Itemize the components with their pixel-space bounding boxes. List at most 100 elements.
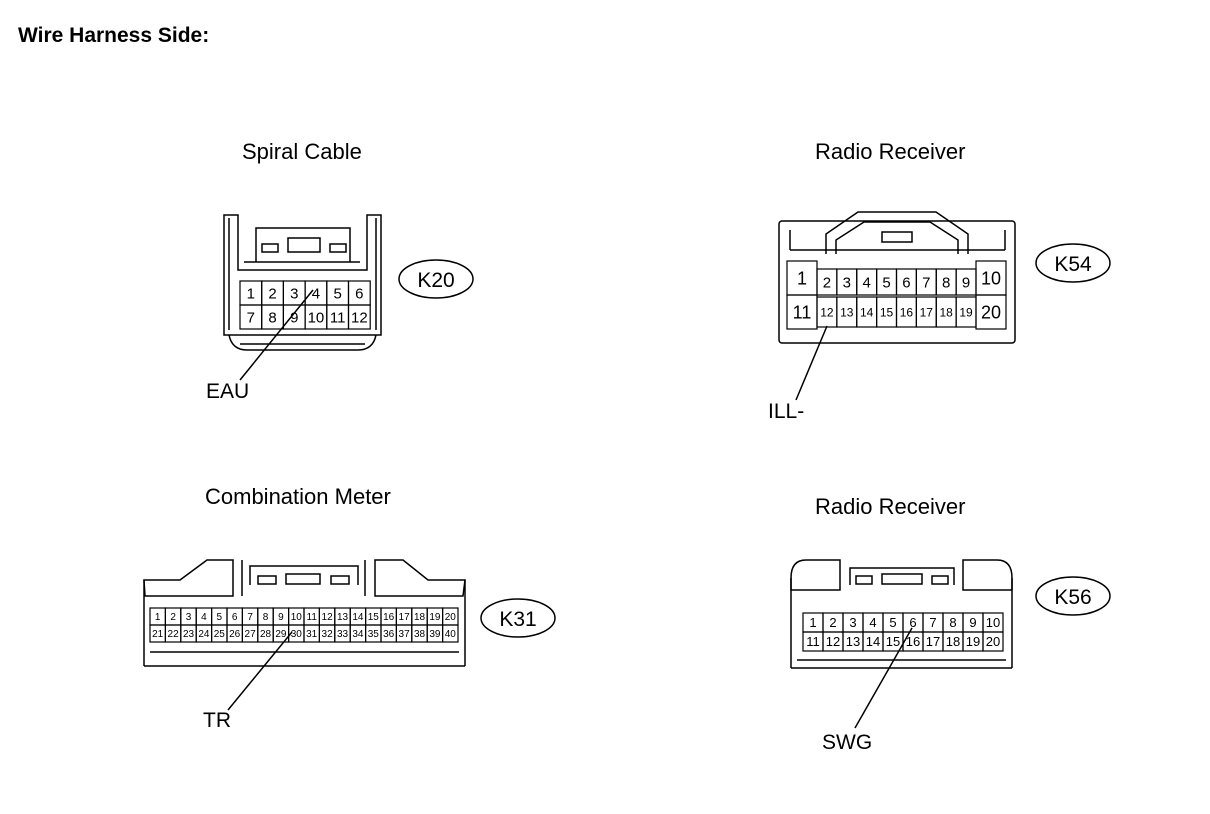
k56-connector-name: Radio Receiver xyxy=(815,494,966,519)
k54-pin-label: 16 xyxy=(900,305,914,319)
k54-pin-label: 5 xyxy=(882,274,890,291)
k56-pin-label: 15 xyxy=(886,634,900,649)
k54-code-label: K54 xyxy=(1054,253,1092,276)
k20-pin-label: 4 xyxy=(312,285,320,302)
k20-pin-cell xyxy=(347,304,371,330)
k31-pin-label: 21 xyxy=(152,629,164,640)
k54-housing xyxy=(778,211,1016,344)
k31-pin-label: 17 xyxy=(399,612,411,623)
k31-pin-label: 2 xyxy=(170,612,176,623)
k56-pin-label: 20 xyxy=(986,634,1000,649)
k54-pin-label: 10 xyxy=(981,268,1001,288)
k31-pin-label: 12 xyxy=(322,612,334,623)
k31-pin-label: 14 xyxy=(352,612,364,623)
k56-housing xyxy=(790,559,1013,669)
k54-pin-label: 11 xyxy=(793,302,812,322)
k54-pin-label: 4 xyxy=(863,274,871,291)
k56-pin-label: 7 xyxy=(929,615,936,630)
k31-pin-label: 5 xyxy=(217,612,223,623)
k56-pin-label: 2 xyxy=(829,615,836,630)
k20-connector-name: Spiral Cable xyxy=(242,139,362,164)
k20-pin-label: 8 xyxy=(268,309,276,326)
k54-pin-label: 8 xyxy=(942,274,950,291)
k31-callout-line xyxy=(227,631,293,711)
k31-pin-label: 16 xyxy=(383,612,395,623)
k54-pin-label: 18 xyxy=(940,305,954,319)
k31-pin-label: 6 xyxy=(232,612,238,623)
k56-pin-label: 9 xyxy=(969,615,976,630)
k31-pin-label: 10 xyxy=(291,612,303,623)
k31-pin-label: 9 xyxy=(278,612,284,623)
k54-pin-label: 14 xyxy=(860,305,874,319)
k56-callout-line xyxy=(854,627,913,729)
k54-code-badge xyxy=(1035,243,1111,283)
k31-pin-label: 29 xyxy=(275,629,287,640)
k31-pin-label: 30 xyxy=(291,629,303,640)
k56-pin-label: 8 xyxy=(949,615,956,630)
k31-pin-label: 32 xyxy=(322,629,334,640)
k54-pin-label: 15 xyxy=(880,305,894,319)
k20-pin-label: 5 xyxy=(333,285,341,302)
k31-pin-label: 8 xyxy=(263,612,269,623)
k56-pin-label: 16 xyxy=(906,634,920,649)
k31-code-badge xyxy=(480,598,556,638)
k56-callout-swg: SWG xyxy=(822,731,872,754)
k31-housing xyxy=(143,559,466,667)
k20-callout-eau: EAU xyxy=(206,380,249,403)
k20-pin-label: 10 xyxy=(308,309,325,326)
k56-pin-label: 18 xyxy=(946,634,960,649)
page-title: Wire Harness Side: xyxy=(18,24,210,47)
k31-pin-label: 1 xyxy=(155,612,161,623)
k56-pin-label: 12 xyxy=(826,634,840,649)
k56-pin-label: 14 xyxy=(866,634,880,649)
k31-pin-label: 22 xyxy=(168,629,180,640)
k31-pin-label: 25 xyxy=(214,629,226,640)
k31-pin-label: 34 xyxy=(352,629,364,640)
k56-pin-label: 11 xyxy=(806,634,820,649)
k31-pin-label: 4 xyxy=(201,612,207,623)
k56-pin-label: 10 xyxy=(986,615,1000,630)
k56-pin-label: 3 xyxy=(849,615,856,630)
k20-pin-label: 3 xyxy=(290,285,298,302)
k31-pin-label: 11 xyxy=(307,612,318,623)
k54-pin-label: 20 xyxy=(981,302,1001,322)
k54-pin-label: 17 xyxy=(920,305,934,319)
k31-pin-label: 15 xyxy=(368,612,380,623)
k56-code-label: K56 xyxy=(1054,586,1091,609)
k54-connector-name: Radio Receiver xyxy=(815,139,966,164)
k31-pin-label: 37 xyxy=(399,629,411,640)
k54-pin-label: 12 xyxy=(820,305,834,319)
k31-code-label: K31 xyxy=(499,608,536,631)
k31-pin-label: 27 xyxy=(245,629,257,640)
k54-pin-cell xyxy=(955,296,977,328)
k54-pin-label: 13 xyxy=(840,305,854,319)
k31-pin-label: 28 xyxy=(260,629,272,640)
k31-pin-label: 40 xyxy=(445,629,457,640)
k54-pin-label: 9 xyxy=(962,274,970,291)
k54-pin-label: 3 xyxy=(843,274,851,291)
k31-pin-label: 18 xyxy=(414,612,426,623)
k20-code-badge xyxy=(398,259,474,299)
k20-pin-label: 2 xyxy=(268,285,276,302)
k31-pin-label: 7 xyxy=(247,612,253,623)
k20-pin-label: 12 xyxy=(351,309,368,326)
k31-pin-label: 3 xyxy=(186,612,192,623)
k20-pin-label: 11 xyxy=(330,309,346,326)
k20-pin-label: 9 xyxy=(290,309,298,326)
k31-pin-label: 19 xyxy=(429,612,441,623)
k54-pin-label: 6 xyxy=(902,274,910,291)
k31-pin-label: 33 xyxy=(337,629,349,640)
k54-pin-label: 7 xyxy=(922,274,930,291)
k54-callout-ill: ILL- xyxy=(768,400,804,423)
k31-pin-label: 38 xyxy=(414,629,426,640)
k20-code-label: K20 xyxy=(417,269,454,292)
k56-pin-cell xyxy=(982,631,1004,652)
